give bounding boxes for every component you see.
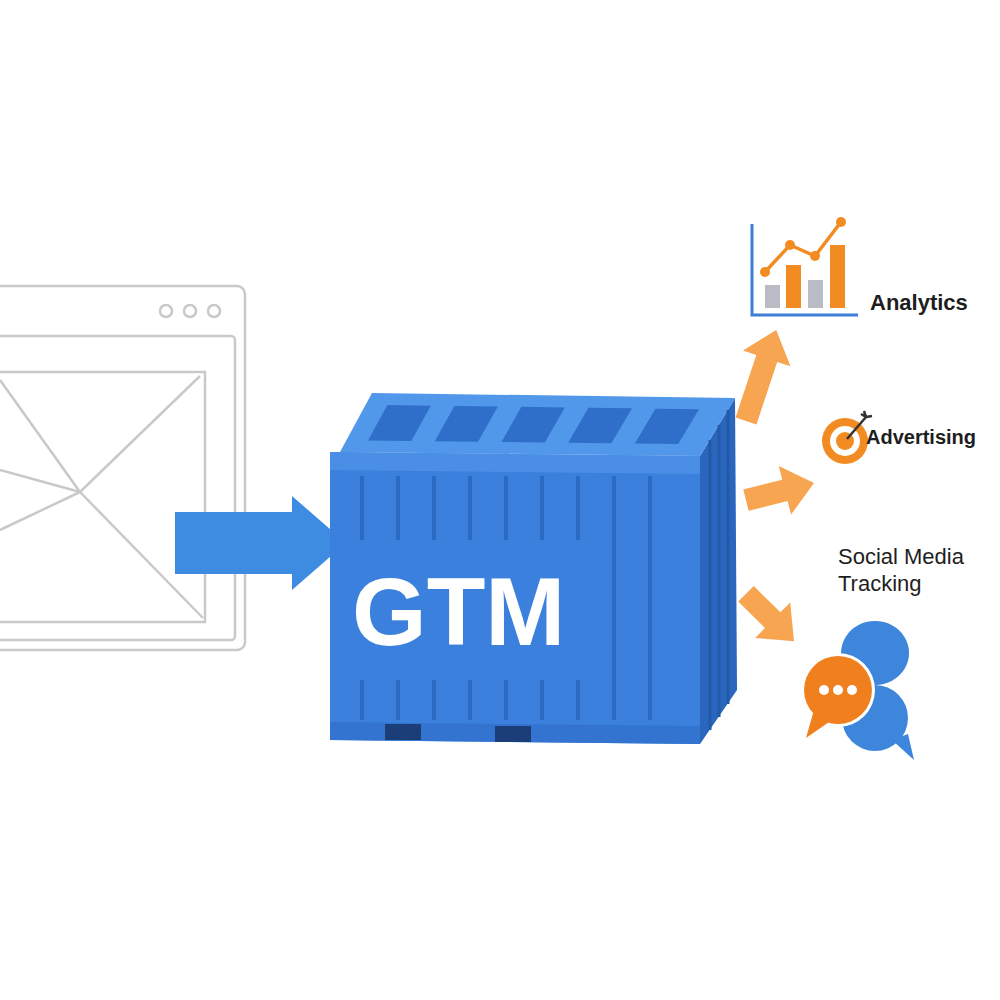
- chart-line: [765, 222, 841, 272]
- placeholder-lines: [0, 376, 203, 618]
- browser-window: [0, 286, 245, 650]
- lid-slat: [501, 407, 564, 443]
- chart-bar: [786, 265, 801, 308]
- node-label: Social Media Tracking: [838, 544, 988, 598]
- chart-bar: [765, 285, 780, 308]
- image-placeholder: [0, 372, 205, 622]
- flow-arrow: [743, 466, 814, 514]
- chart-dot: [760, 267, 770, 277]
- bubble-tail: [806, 710, 832, 738]
- box-front: [330, 452, 700, 744]
- box-rib: [576, 680, 580, 720]
- box-rib: [612, 476, 616, 720]
- lid-slat: [368, 405, 431, 441]
- node-label: Advertising: [866, 425, 976, 449]
- node-label: Analytics: [870, 290, 968, 317]
- box-foot: [495, 726, 531, 742]
- browser-frame: [0, 286, 245, 650]
- box-base: [330, 722, 700, 744]
- browser-content: [0, 336, 235, 640]
- advertising-node: Advertising: [820, 395, 996, 495]
- side-rib: [727, 410, 730, 704]
- box-rib: [540, 476, 544, 540]
- box-rib: [360, 476, 364, 540]
- side-rib: [718, 425, 721, 717]
- box-rib: [468, 476, 472, 540]
- box-rib: [576, 476, 580, 540]
- side-rib: [709, 440, 712, 730]
- chat-dot: [819, 685, 829, 695]
- box-side: [700, 398, 737, 744]
- box-rib: [504, 680, 508, 720]
- chat-dot: [833, 685, 843, 695]
- lid-slat: [435, 406, 498, 442]
- dart-fletching: [861, 411, 872, 417]
- box-top: [340, 393, 735, 456]
- chart-bar: [830, 245, 845, 308]
- window-dot: [184, 305, 196, 317]
- chat-dot: [847, 685, 857, 695]
- window-dot: [208, 305, 220, 317]
- box-rib: [396, 476, 400, 540]
- chart-dot: [785, 240, 795, 250]
- container-box: [330, 393, 737, 744]
- box-rib: [504, 476, 508, 540]
- box-rib: [396, 680, 400, 720]
- input-arrow: [175, 496, 346, 590]
- social-node: Social Media Tracking: [800, 540, 992, 765]
- target-ring: [822, 418, 868, 464]
- flow-arrow: [736, 330, 791, 424]
- chat-bubble-blue: [841, 621, 914, 760]
- gtm-container: GTM: [330, 385, 740, 745]
- analytics-node: Analytics: [745, 212, 985, 324]
- flow-arrow: [738, 586, 794, 641]
- lid-slat: [568, 408, 632, 444]
- node-label: GTM: [352, 553, 565, 670]
- lid-slat: [635, 409, 699, 444]
- box-rib: [432, 680, 436, 720]
- chart-axis: [752, 224, 858, 315]
- box-foot: [385, 724, 421, 740]
- window-dot: [160, 305, 172, 317]
- chart-dot: [810, 251, 820, 261]
- chart-dot: [836, 217, 846, 227]
- box-rim: [330, 452, 700, 474]
- box-rib: [648, 476, 652, 720]
- chart-icon: [745, 212, 865, 324]
- bubble-outline: [801, 653, 875, 727]
- dart-shaft: [847, 417, 866, 439]
- box-rib: [540, 680, 544, 720]
- chart-bar: [808, 280, 823, 308]
- box-rib: [360, 680, 364, 720]
- box-rib: [468, 680, 472, 720]
- box-rib: [432, 476, 436, 540]
